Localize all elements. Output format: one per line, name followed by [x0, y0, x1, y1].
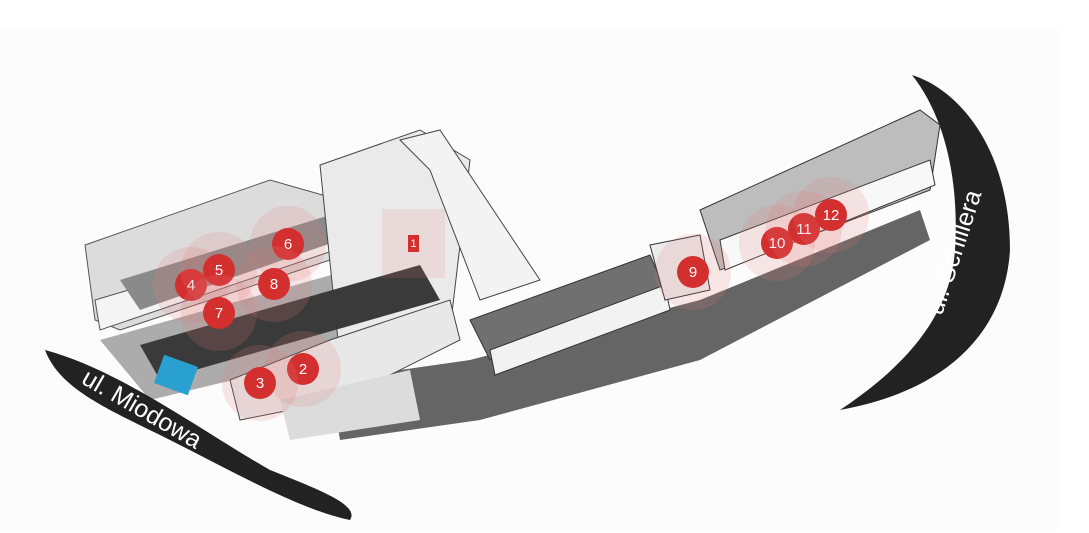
- map-marker-4[interactable]: 4: [175, 269, 207, 301]
- map-marker-7[interactable]: 7: [203, 297, 235, 329]
- street-miodowa-shape: [45, 350, 352, 520]
- map-marker-12[interactable]: 12: [815, 199, 847, 231]
- map-marker-9[interactable]: 9: [677, 256, 709, 288]
- map-marker-6[interactable]: 6: [272, 228, 304, 260]
- map-marker-2[interactable]: 2: [287, 353, 319, 385]
- map-marker-11[interactable]: 11: [788, 213, 820, 245]
- map-marker-3[interactable]: 3: [244, 367, 276, 399]
- map-marker-10[interactable]: 10: [761, 227, 793, 259]
- gate-icon: [153, 354, 199, 396]
- map-marker-1[interactable]: 1: [408, 235, 419, 252]
- map-marker-5[interactable]: 5: [203, 254, 235, 286]
- map-marker-8[interactable]: 8: [258, 268, 290, 300]
- street-schillera-shape: [840, 75, 1010, 410]
